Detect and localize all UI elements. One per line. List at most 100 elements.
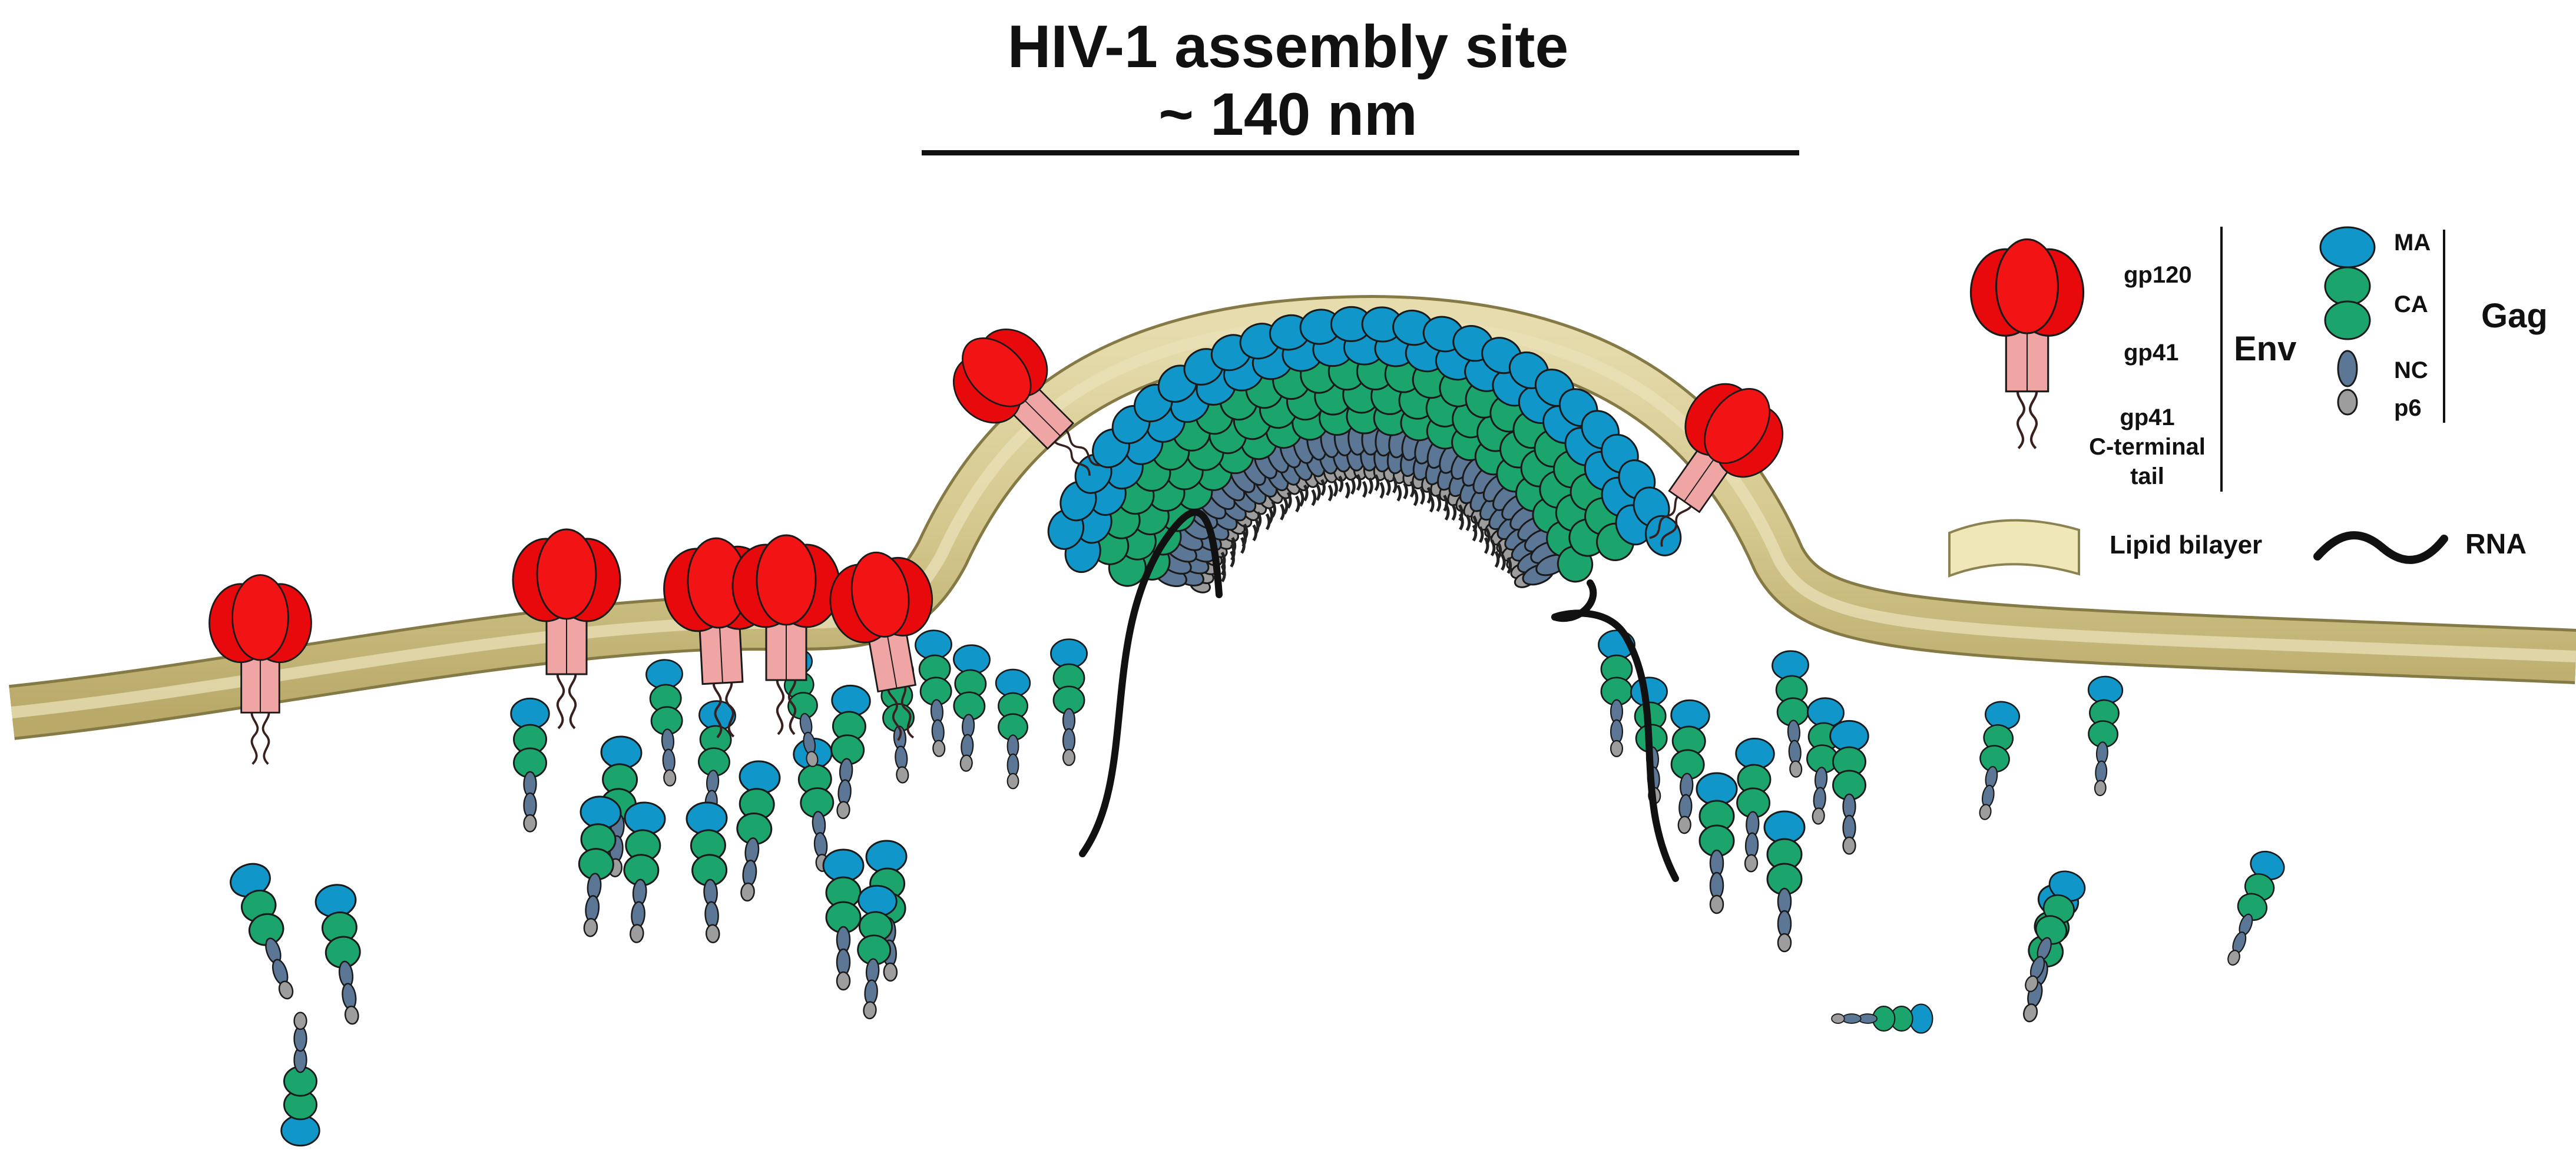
- p6-domain: [2227, 950, 2240, 966]
- rna-strand-loop: [1333, 480, 1338, 497]
- nc-domain: [293, 1026, 307, 1052]
- p6-domain: [344, 1005, 359, 1025]
- nc-domain: [523, 792, 537, 818]
- p6-domain: [1777, 933, 1792, 953]
- p6-domain: [2094, 780, 2107, 797]
- gag-molecule: [995, 668, 1031, 790]
- rna-strand-loop: [1444, 503, 1450, 521]
- gp41-c-terminal-tail: [776, 673, 797, 735]
- gag-molecule: [645, 659, 683, 787]
- gag-molecule: [2087, 675, 2124, 797]
- nc-domain: [704, 901, 719, 929]
- rna-strand-loop: [1385, 479, 1391, 496]
- gag-molecule: [1735, 737, 1775, 873]
- nc-domain: [1744, 832, 1759, 858]
- rna-strand-loop: [1429, 495, 1435, 513]
- rna-strand: [1551, 579, 1597, 622]
- rna-strand-loop: [1368, 477, 1373, 495]
- p6-domain: [2025, 975, 2039, 993]
- p6-domain: [883, 962, 898, 982]
- p6-domain: [1006, 773, 1019, 790]
- p6-domain: [806, 751, 819, 767]
- rna-strand-loop: [1413, 489, 1419, 506]
- env-trimer: [952, 328, 1101, 476]
- gag-molecule: [1772, 650, 1809, 778]
- gag-molecule: [2025, 870, 2086, 993]
- rna-strand-loop: [1500, 553, 1506, 571]
- rna-strand-loop: [1403, 482, 1408, 500]
- legend-rna-label: RNA: [2465, 529, 2527, 560]
- legend-lipid-bilayer-label: Lipid bilayer: [2110, 531, 2262, 559]
- gp41-c-terminal-tail: [250, 706, 270, 765]
- legend-env-group-label: Env: [2234, 330, 2296, 368]
- rna-strands: [1079, 473, 1679, 882]
- legend-gp120-label: gp120: [2124, 262, 2192, 288]
- gag-molecule: [623, 801, 666, 943]
- env-trimer: [1649, 383, 1784, 547]
- gag-molecule: [314, 884, 361, 1025]
- rna-strand-loop: [1426, 486, 1432, 504]
- p6-domain: [1709, 894, 1724, 914]
- gp41-c-terminal-tail: [887, 681, 915, 741]
- p6-domain: [740, 882, 755, 902]
- rna-strand-loop: [1465, 514, 1471, 532]
- p6-domain: [705, 924, 720, 943]
- rna-strand-loop: [1231, 537, 1237, 554]
- p6-domain: [630, 924, 644, 943]
- nc-domain: [1842, 1013, 1862, 1024]
- rna-strand-loop: [1320, 479, 1326, 496]
- legend-ca-label: CA: [2394, 291, 2428, 317]
- rna-strand-loop: [1443, 495, 1448, 512]
- gag-lattice: [230, 306, 2285, 1147]
- rna-strand-loop: [1220, 558, 1226, 576]
- gag-molecule: [1763, 810, 1806, 953]
- gag-molecule: [830, 684, 871, 820]
- legend-ca-domain: [2324, 266, 2371, 306]
- gag-molecule: [510, 697, 550, 833]
- scale-bar: [922, 150, 1799, 155]
- gag-molecule: [1050, 638, 1088, 767]
- rna-strand-loop: [1478, 526, 1484, 543]
- p6-domain: [1744, 854, 1759, 873]
- p6-domain: [1979, 804, 1992, 820]
- p6-domain: [896, 766, 909, 784]
- legend-gag-group-label: Gag: [2481, 297, 2548, 335]
- p6-domain: [1062, 748, 1076, 767]
- rna-strand-loop: [1316, 484, 1321, 501]
- rna-strand-loop: [1506, 557, 1512, 574]
- gp41-c-terminal-tail: [1649, 492, 1693, 547]
- p6-domain: [836, 801, 850, 820]
- gp120-subunit: [231, 574, 289, 661]
- p6-domain: [1677, 815, 1691, 834]
- ma-domain: [1645, 515, 1682, 556]
- gag-molecule: [1670, 699, 1710, 834]
- rna-strand-loop: [1494, 551, 1500, 568]
- rna-strand-loop: [1490, 539, 1496, 556]
- rna-strand-loop: [1472, 524, 1478, 542]
- rna-strand-loop: [1286, 492, 1292, 509]
- diagram-title: HIV-1 assembly site: [1007, 13, 1569, 80]
- rna-strand-loop: [1299, 490, 1304, 507]
- p6-domain: [663, 769, 677, 787]
- legend-p6-domain: [2337, 389, 2358, 416]
- nc-domain: [1610, 719, 1624, 744]
- gp120-subunit: [536, 528, 597, 620]
- gp120-subunit: [1995, 238, 2060, 334]
- rna-strand-loop: [1345, 482, 1350, 499]
- gag-molecule: [953, 644, 991, 772]
- legend-bilayer-swatch: [1948, 519, 2080, 578]
- rna-strand-loop: [1350, 478, 1356, 495]
- legend-ca-domain: [2324, 300, 2371, 340]
- legend-graphics: [1948, 226, 2448, 578]
- legend: gp120 gp41 gp41 C-terminal tail Env MA C…: [1948, 226, 2548, 578]
- legend-ma-label: MA: [2394, 230, 2431, 256]
- p6-domain: [932, 740, 946, 757]
- gag-molecule: [1696, 772, 1738, 914]
- rna-strand-loop: [1362, 480, 1368, 498]
- legend-nc-domain: [2337, 350, 2358, 387]
- rna-strand-loop: [1379, 482, 1385, 499]
- env-trimer: [208, 574, 312, 765]
- gp120-subunit: [756, 534, 817, 626]
- rna-strand-loop: [1409, 480, 1415, 498]
- nc-domain: [1006, 753, 1019, 777]
